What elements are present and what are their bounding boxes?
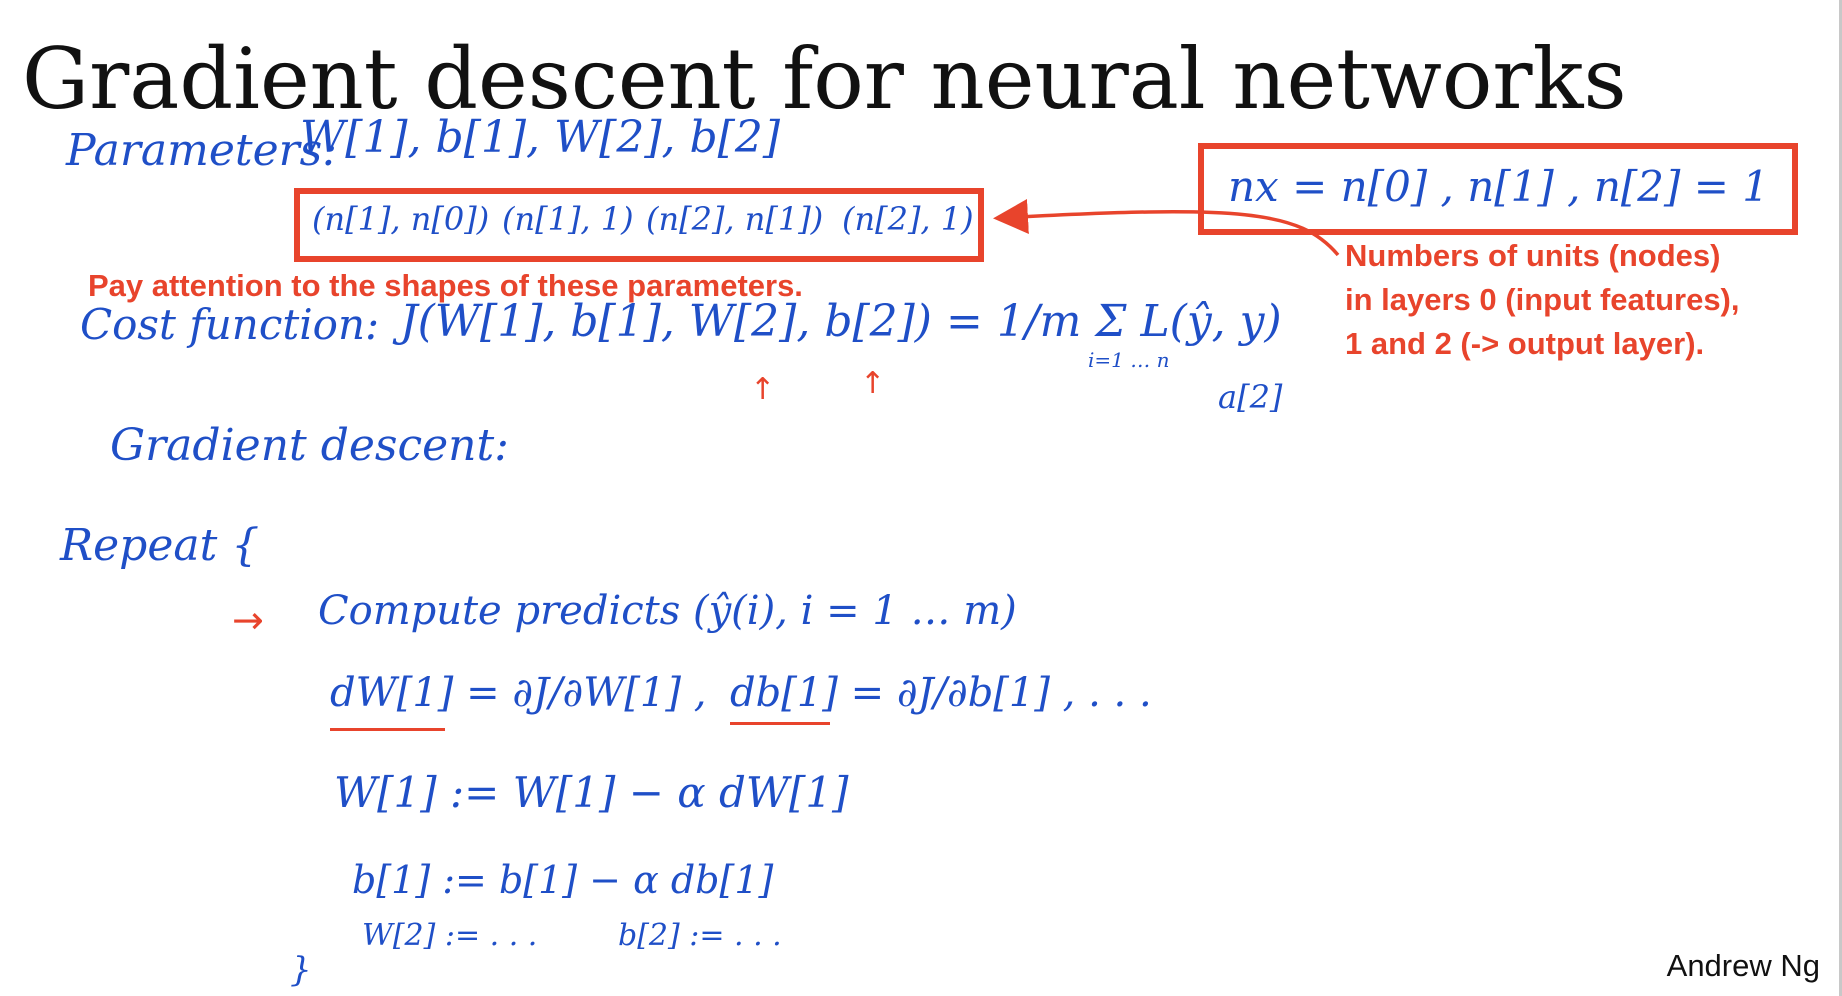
shape-b1: (n[1], 1) — [502, 200, 634, 238]
update-more-w: W[2] := . . . — [362, 918, 538, 953]
compute-line: Compute predicts (ŷ(i), i = 1 … m) — [318, 588, 1017, 634]
db-line: db[1] = ∂J/∂b[1] , . . . — [730, 670, 1152, 716]
arrow-up-icon: ↑ — [860, 366, 886, 401]
repeat-label: Repeat { — [60, 520, 260, 571]
page-title: Gradient descent for neural networks — [22, 30, 1627, 128]
shape-w1: (n[1], n[0]) — [312, 200, 490, 238]
parameters-label: Parameters: — [66, 125, 338, 176]
units-note-line-2: in layers 0 (input features), — [1345, 282, 1740, 317]
layer-sizes: nx = n[0] , n[1] , n[2] = 1 — [1228, 162, 1769, 211]
slide-edge — [1839, 0, 1842, 996]
arrow-to-shapes-icon — [993, 199, 1340, 257]
arrow-right-icon: → — [232, 598, 264, 642]
yhat-note: a[2] — [1218, 378, 1283, 416]
db-underline — [730, 722, 830, 725]
shapes-highlight-box — [294, 188, 984, 262]
close-brace: } — [290, 950, 312, 990]
parameters-list: W[1], b[1], W[2], b[2] — [300, 112, 781, 163]
dw-line: dW[1] = ∂J/∂W[1] , — [330, 670, 707, 716]
gd-label: Gradient descent: — [110, 420, 510, 471]
author-credit: Andrew Ng — [1666, 948, 1820, 983]
shape-b2: (n[2], 1) — [842, 200, 974, 238]
arrow-up-icon: ↑ — [750, 372, 776, 407]
shapes-note: Pay attention to the shapes of these par… — [88, 268, 803, 303]
update-b: b[1] := b[1] − α db[1] — [352, 858, 774, 902]
layer-sizes-highlight-box — [1198, 143, 1798, 235]
shape-w2: (n[2], n[1]) — [646, 200, 824, 238]
update-w: W[1] := W[1] − α dW[1] — [334, 768, 849, 817]
units-note-line-1: Numbers of units (nodes) — [1345, 238, 1721, 273]
sum-limits: i=1 … n — [1088, 348, 1170, 372]
units-note-line-3: 1 and 2 (-> output layer). — [1345, 326, 1705, 361]
update-more-b: b[2] := . . . — [618, 918, 782, 953]
cost-label: Cost function: — [80, 300, 380, 349]
cost-expression: J(W[1], b[1], W[2], b[2]) = 1/m Σ L(ŷ, y… — [400, 296, 1282, 347]
dw-underline — [330, 728, 445, 731]
